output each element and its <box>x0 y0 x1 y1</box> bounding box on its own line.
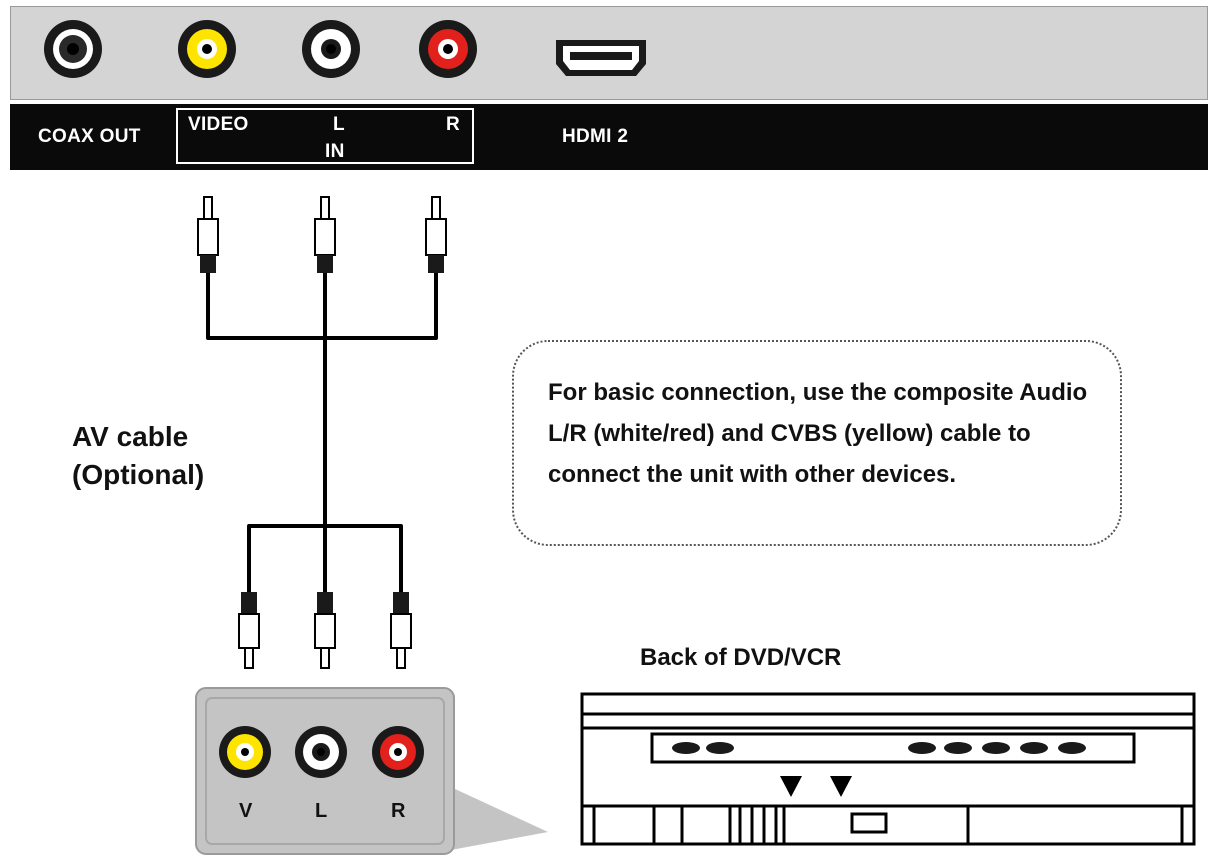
device-l-jack <box>295 726 347 778</box>
coax-out-label: COAX OUT <box>38 126 141 147</box>
upper-plug-video <box>197 196 219 273</box>
upper-plugs <box>197 196 447 273</box>
video-label: VIDEO <box>188 114 249 135</box>
r-label: R <box>446 114 461 135</box>
device-r-label: R <box>391 800 406 822</box>
hdmi-port <box>556 40 646 76</box>
av-in-frame: VIDEO L R IN <box>176 108 474 164</box>
av-cable-label: AV cable (Optional) <box>72 418 204 494</box>
device-buttons <box>672 742 1086 754</box>
av-cable-wires <box>206 273 438 592</box>
av-cable-label-line1: AV cable <box>72 421 189 452</box>
lower-plug-l <box>314 592 336 669</box>
instruction-callout: For basic connection, use the composite … <box>512 340 1122 546</box>
lower-plug-r <box>390 592 412 669</box>
coax-out-jack <box>44 20 102 78</box>
av-cable-label-line2: (Optional) <box>72 459 205 490</box>
l-label: L <box>333 114 345 135</box>
lower-plug-video <box>238 592 260 669</box>
tv-label-bar: COAX OUT VIDEO L R IN HDMI 2 <box>10 104 1208 170</box>
upper-plug-r <box>425 196 447 273</box>
instruction-text: For basic connection, use the composite … <box>548 379 1088 488</box>
hdmi-label: HDMI 2 <box>562 126 629 147</box>
device-r-jack <box>372 726 424 778</box>
video-in-jack <box>178 20 236 78</box>
device-title: Back of DVD/VCR <box>640 644 842 671</box>
device-video-jack <box>219 726 271 778</box>
device-v-label: V <box>239 800 253 822</box>
audio-l-in-jack <box>302 20 360 78</box>
device-jack-panel <box>195 687 455 855</box>
upper-plug-l <box>314 196 336 273</box>
in-label: IN <box>325 141 345 162</box>
lower-plugs <box>238 592 412 669</box>
audio-r-in-jack <box>419 20 477 78</box>
device-arrows <box>780 776 852 797</box>
device-l-label: L <box>315 800 328 822</box>
zoom-wedge <box>440 782 548 852</box>
dvd-vcr-device <box>580 692 1196 846</box>
